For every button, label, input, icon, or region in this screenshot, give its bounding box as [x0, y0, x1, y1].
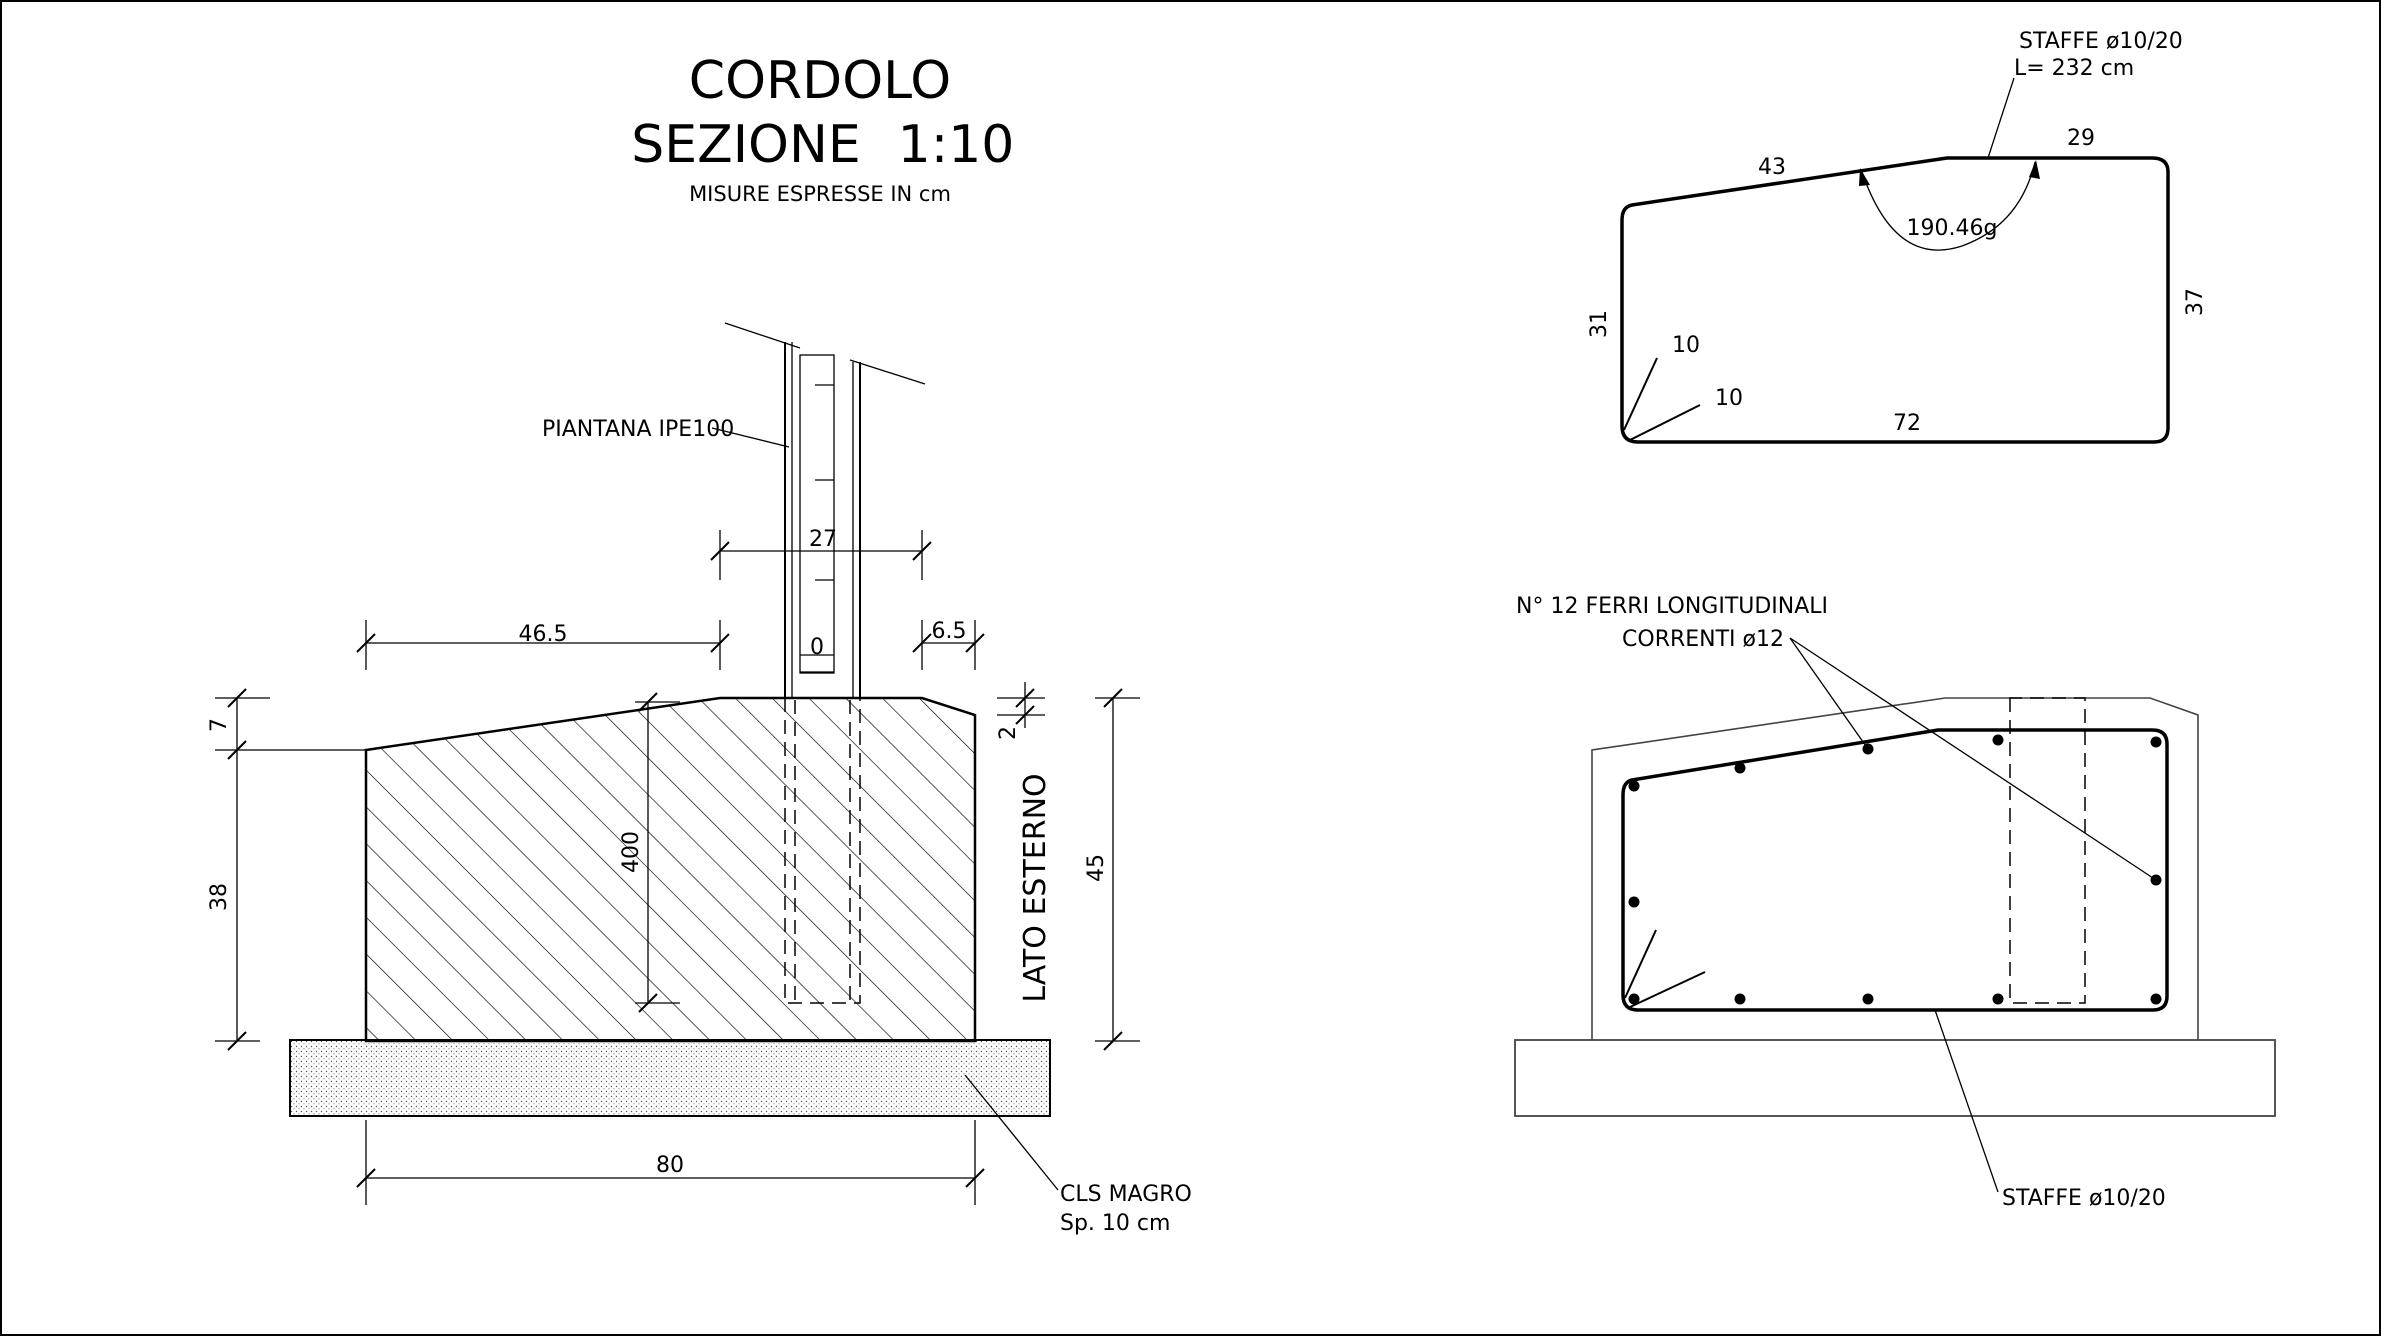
- dim-bottom: 80: [356, 1120, 985, 1205]
- dim-left-main: 38: [207, 883, 232, 911]
- dim-post-width: 27: [710, 527, 932, 580]
- bars-label-2: CORRENTI ø12: [1622, 627, 1784, 652]
- dim-top-right: 6.5: [912, 619, 985, 670]
- rebar: [2150, 736, 2162, 748]
- svg-text:46.5: 46.5: [519, 622, 568, 647]
- stirrup-detail: 10 10 190.46g 43 29 31 37 72 STAFFE ø10/…: [1587, 29, 2208, 444]
- rebar: [1734, 762, 1746, 774]
- reinforcement-section: N° 12 FERRI LONGITUDINALI CORRENTI ø12 S…: [1514, 594, 2276, 1211]
- reinf-stirrup: [1621, 728, 2169, 1012]
- title-cordolo: CORDOLO: [689, 51, 951, 111]
- rebar: [1628, 780, 1640, 792]
- svg-text:6.5: 6.5: [932, 619, 967, 644]
- angle-arc: [1861, 161, 2036, 251]
- title-scale: 1:10: [898, 115, 1015, 175]
- post-ipe100: 0: [784, 342, 861, 698]
- stirrup-dim-left: 31: [1587, 310, 1612, 338]
- dim-embed: 400: [619, 692, 680, 1013]
- rebar: [2150, 993, 2162, 1005]
- bars-label-1: N° 12 FERRI LONGITUDINALI: [1516, 594, 1828, 619]
- bars-leader-2: [1789, 637, 2157, 881]
- dim-right-total: 45: [1084, 688, 1140, 1051]
- reinf-post: [2009, 697, 2086, 1004]
- svg-text:45: 45: [1084, 854, 1109, 882]
- rebar: [1628, 896, 1640, 908]
- dim-left: 7 38: [207, 688, 366, 1051]
- title-sezione: SEZIONE: [631, 115, 861, 175]
- stirrup-shape: [1620, 156, 2170, 444]
- reinf-lean-base: [1514, 1039, 2276, 1117]
- stirrup-hook-1: [1623, 357, 1658, 431]
- rebar: [1992, 993, 2004, 1005]
- dim-top-left: 46.5: [356, 620, 730, 670]
- left-section-view: 0 PIANTANA IPE100 46.5 27: [207, 322, 1192, 1236]
- dim-right-small: 2: [996, 682, 1045, 740]
- stirrup-dim-bottom: 72: [1893, 411, 1921, 436]
- dim-left-top: 7: [207, 718, 232, 732]
- post-leader: [711, 427, 790, 448]
- rebar: [1628, 993, 1640, 1005]
- post-label: PIANTANA IPE100: [542, 417, 734, 442]
- reinf-outline: [1591, 697, 2199, 1040]
- stirrup-dim-right: 37: [2183, 288, 2208, 316]
- svg-text:2: 2: [996, 726, 1021, 740]
- rebar: [1862, 993, 1874, 1005]
- svg-text:400: 400: [619, 831, 644, 873]
- longitudinal-bars: [1628, 734, 2162, 1005]
- lean-label-1: CLS MAGRO: [1060, 1182, 1192, 1207]
- post-mark: 0: [810, 635, 824, 660]
- stirrup-hook-2: [1629, 404, 1701, 441]
- lean-leader: [964, 1074, 1059, 1191]
- hook-label-2: 10: [1715, 386, 1743, 411]
- rebar: [1734, 993, 1746, 1005]
- break-line-left: [724, 322, 801, 349]
- title-block: CORDOLO SEZIONE 1:10 MISURE ESPRESSE IN …: [631, 51, 1014, 206]
- stirrup-label-1: STAFFE ø10/20: [2019, 29, 2183, 54]
- stirrup-dim-slope: 43: [1758, 155, 1786, 180]
- reinf-hook-1: [1624, 929, 1657, 999]
- stirrup-label-leader: [1987, 77, 2015, 159]
- reinf-stirrup-leader: [1934, 1009, 1999, 1193]
- hook-label-1: 10: [1672, 333, 1700, 358]
- bars-leader-1: [1789, 637, 1869, 750]
- angle-label: 190.46g: [1907, 216, 1998, 241]
- reinf-hook-2: [1629, 971, 1706, 1008]
- lean-concrete-base: [289, 1039, 1051, 1117]
- curb-section: [364, 696, 977, 1043]
- rebar: [1992, 734, 2004, 746]
- side-label: LATO ESTERNO: [1018, 773, 1053, 1002]
- stirrup-label-2: L= 232 cm: [2014, 56, 2134, 81]
- break-line-right: [849, 359, 926, 385]
- angle-arrow-right: [2029, 160, 2040, 179]
- title-units: MISURE ESPRESSE IN cm: [689, 182, 951, 206]
- angle-arrow-left: [1859, 168, 1870, 186]
- reinf-stirrup-label: STAFFE ø10/20: [2002, 1186, 2166, 1211]
- svg-text:27: 27: [809, 527, 837, 552]
- embedded-post: [784, 698, 861, 1004]
- lean-label-2: Sp. 10 cm: [1060, 1211, 1170, 1236]
- svg-text:80: 80: [656, 1153, 684, 1178]
- stirrup-dim-top: 29: [2067, 126, 2095, 151]
